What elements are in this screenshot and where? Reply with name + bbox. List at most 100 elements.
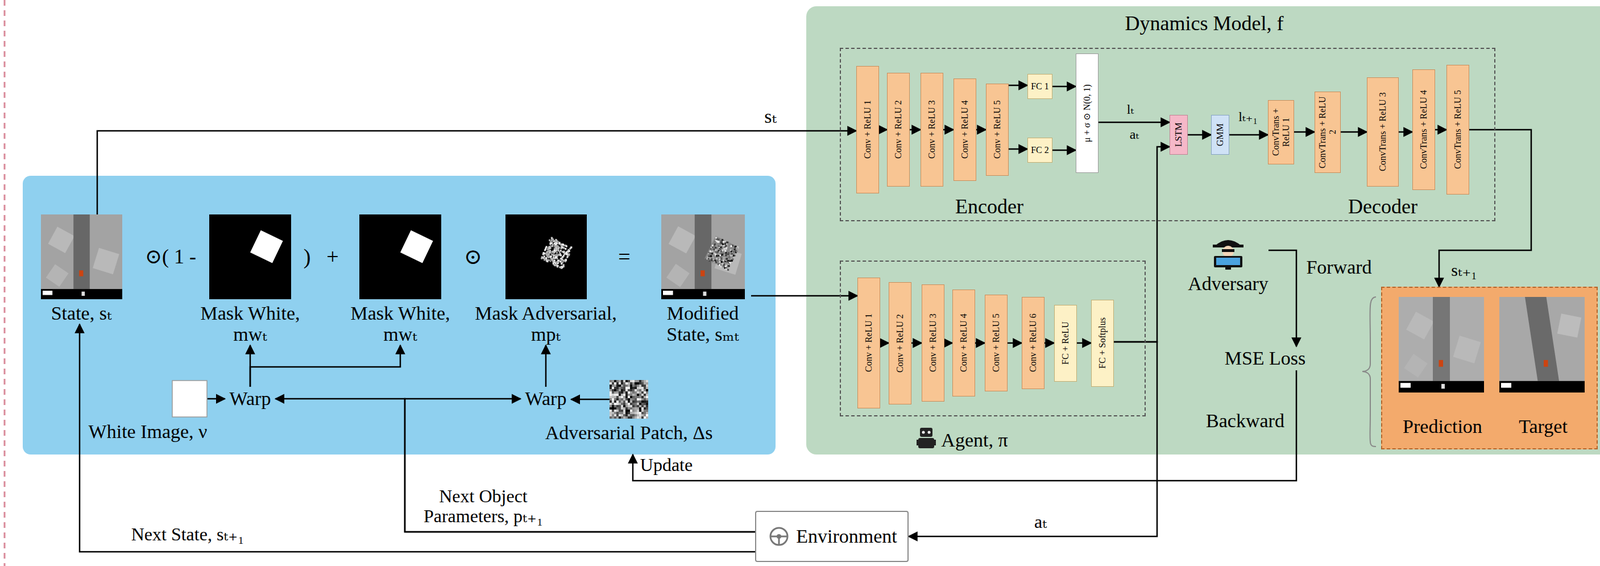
graphic-part bbox=[632, 411, 635, 414]
graphic-part bbox=[625, 404, 628, 408]
graphic-part bbox=[632, 382, 635, 385]
graphic-part bbox=[566, 250, 569, 253]
graphic-part bbox=[629, 413, 633, 417]
graphic-part bbox=[560, 261, 563, 264]
layer-box: Conv + ReLU 4 bbox=[952, 289, 976, 397]
state-picture bbox=[40, 214, 123, 300]
graphic-part bbox=[639, 388, 642, 392]
graphic-part bbox=[643, 411, 646, 414]
graphic-part bbox=[634, 386, 637, 389]
graphic-part bbox=[1213, 255, 1243, 268]
graphic-part bbox=[922, 430, 926, 434]
graphic-part bbox=[627, 379, 630, 383]
graphic-part bbox=[611, 382, 615, 385]
layer-box: ConvTrans + ReLU 3 bbox=[1366, 77, 1399, 187]
graphic-part bbox=[614, 382, 617, 385]
graphic-part bbox=[645, 388, 649, 392]
graphic-part bbox=[731, 258, 734, 260]
graphic-part bbox=[639, 409, 642, 412]
graphic-part bbox=[611, 393, 615, 396]
graphic-part bbox=[627, 395, 630, 399]
graphic-part bbox=[627, 391, 630, 394]
graphic-part bbox=[565, 259, 567, 261]
graphic-part bbox=[616, 386, 619, 389]
graphic-part bbox=[618, 413, 621, 417]
graphic-part bbox=[625, 402, 628, 405]
graphic-part bbox=[639, 411, 642, 414]
graphic-part bbox=[616, 395, 619, 399]
graphic-part bbox=[556, 257, 558, 260]
graphic-part bbox=[620, 384, 624, 387]
graphic-part bbox=[632, 402, 635, 405]
graphic-part bbox=[562, 263, 565, 266]
node-label: ConvTrans + ReLU 1 bbox=[1270, 103, 1291, 161]
graphic-part bbox=[614, 391, 617, 394]
graphic-part bbox=[616, 407, 619, 410]
graphic-part bbox=[547, 253, 550, 255]
graphic-part bbox=[723, 248, 725, 251]
graphic-part bbox=[721, 249, 724, 252]
graphic-part bbox=[560, 254, 562, 256]
graphic-part bbox=[927, 430, 931, 434]
graphic-part bbox=[641, 409, 644, 412]
node-label: Encoder bbox=[955, 195, 1024, 219]
arrow-connector bbox=[1007, 342, 1022, 344]
target-picture bbox=[1499, 296, 1585, 393]
graphic-part bbox=[611, 386, 615, 389]
graphic-part bbox=[707, 252, 710, 255]
graphic-part bbox=[620, 416, 624, 419]
graphic-part bbox=[557, 249, 559, 252]
graphic-part bbox=[614, 413, 617, 417]
white-picture bbox=[171, 379, 208, 418]
graphic-part bbox=[720, 257, 723, 260]
graphic-part bbox=[711, 252, 714, 255]
graphic-part bbox=[636, 404, 640, 408]
node-label: Conv + ReLU 3 bbox=[926, 76, 938, 184]
graphic-part bbox=[611, 411, 615, 414]
graphic-part bbox=[641, 388, 644, 392]
layer-box: Conv + ReLU 2 bbox=[886, 72, 910, 187]
arrow-connector bbox=[275, 398, 756, 532]
graphic-part bbox=[641, 411, 644, 414]
graphic-part bbox=[623, 393, 626, 396]
graphic-part bbox=[720, 253, 723, 256]
layer-box: ConvTrans + ReLU 2 bbox=[1314, 91, 1341, 173]
graphic-part bbox=[625, 393, 628, 396]
graphic-part bbox=[616, 388, 619, 392]
graphic-part bbox=[620, 407, 624, 410]
graphic-part bbox=[627, 416, 630, 419]
graphic-part bbox=[611, 413, 615, 417]
graphic-part bbox=[643, 400, 646, 403]
graphic-part bbox=[73, 214, 90, 289]
graphic-part bbox=[636, 398, 640, 401]
graphic-part bbox=[725, 257, 728, 260]
graphic-part bbox=[629, 382, 633, 385]
graphic-part bbox=[645, 391, 649, 394]
graphic-part bbox=[722, 265, 725, 268]
graphic-part bbox=[623, 404, 626, 408]
graphic-part bbox=[616, 393, 619, 396]
graphic-part bbox=[720, 260, 723, 263]
graphic-part bbox=[634, 400, 637, 403]
graphic-part bbox=[562, 250, 565, 253]
edge-label: aₜ bbox=[1034, 511, 1047, 532]
operator-symbol: = bbox=[618, 245, 630, 269]
graphic-part bbox=[707, 255, 710, 258]
arrow-connector bbox=[1008, 84, 1028, 87]
graphic-part bbox=[722, 259, 725, 262]
image-node: Mask White, mwₜ bbox=[195, 214, 306, 346]
graphic-part bbox=[550, 253, 553, 255]
graphic-part bbox=[359, 214, 442, 300]
graphic-part bbox=[620, 402, 624, 405]
graphic-part bbox=[645, 384, 649, 387]
graphic-part bbox=[616, 382, 619, 385]
graphic-part bbox=[770, 527, 788, 545]
node-label: GMM bbox=[1215, 118, 1226, 152]
layer-box: Conv + ReLU 4 bbox=[953, 78, 977, 181]
graphic-part bbox=[632, 398, 635, 401]
graphic-part bbox=[611, 400, 615, 403]
node-label: Conv + ReLU 1 bbox=[862, 69, 873, 190]
text-box: Warp bbox=[520, 386, 572, 411]
graphic-part bbox=[668, 226, 696, 254]
node-label: Conv + ReLU 6 bbox=[1028, 300, 1039, 386]
